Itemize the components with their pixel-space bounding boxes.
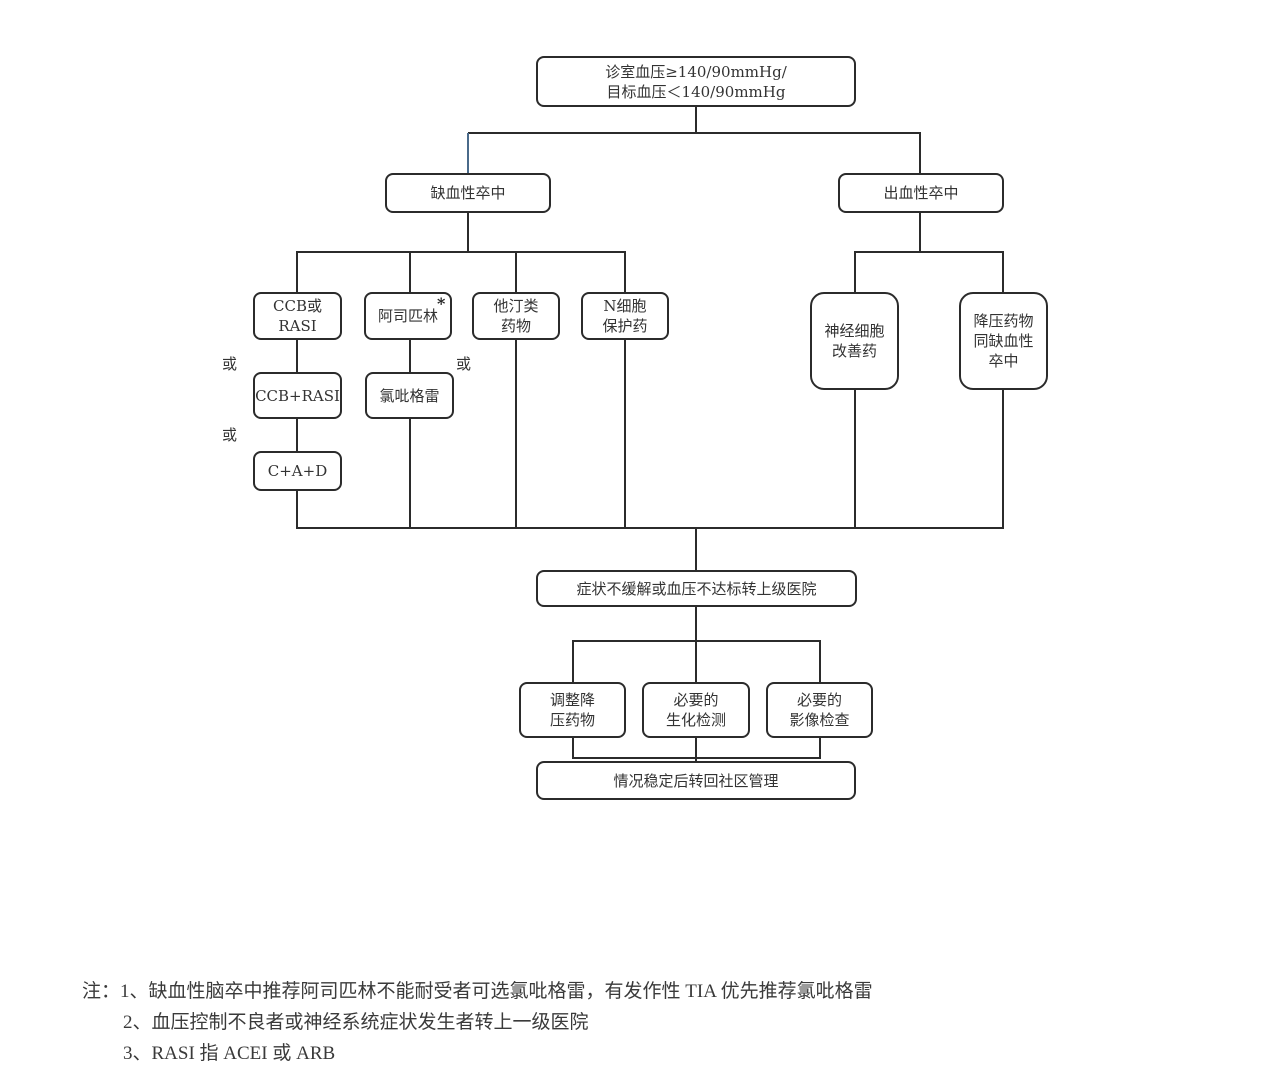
footnote-prefix: 注： xyxy=(82,981,121,1002)
footnote-marker: * xyxy=(437,294,446,313)
node-adjust-medication: 调整降 压药物 xyxy=(519,682,626,738)
node-label: 必要的 影像检查 xyxy=(789,691,850,729)
node-referral: 症状不缓解或血压不达标转上级医院 xyxy=(536,570,857,607)
footnotes: 注：1、缺血性脑卒中推荐阿司匹林不能耐受者可选氯吡格雷，有发作性 TIA 优先推… xyxy=(82,976,873,1069)
node-statins: 他汀类 药物 xyxy=(472,292,560,340)
start-node-bp-target: 诊室血压≥140/90mmHg/ 目标血压＜140/90mmHg xyxy=(536,56,856,107)
footnote-text: 3、RASI 指 ACEI 或 ARB xyxy=(123,1043,336,1064)
node-aspirin: 阿司匹林 xyxy=(364,292,452,340)
or-label: 或 xyxy=(456,355,472,373)
node-label: N细胞 保护药 xyxy=(602,297,648,335)
footnote-text: 2、血压控制不良者或神经系统症状发生者转上一级医院 xyxy=(123,1012,589,1033)
node-label: 氯吡格雷 xyxy=(379,386,440,405)
footnote-3: 3、RASI 指 ACEI 或 ARB xyxy=(82,1038,873,1069)
node-label: CCB或RASI xyxy=(273,297,322,335)
node-neuro-improve: 神经细胞 改善药 xyxy=(810,292,899,390)
node-label: 阿司匹林 xyxy=(377,307,438,325)
node-ccb-plus-rasi: CCB+RASI xyxy=(253,372,342,419)
node-ischemic-stroke: 缺血性卒中 xyxy=(385,173,551,213)
node-return-community: 情况稳定后转回社区管理 xyxy=(536,761,856,800)
node-hemorrhagic-stroke: 出血性卒中 xyxy=(838,173,1004,213)
node-antihypertensive-same: 降压药物 同缺血性 卒中 xyxy=(959,292,1048,390)
node-label: 降压药物 同缺血性 卒中 xyxy=(973,312,1034,370)
or-label: 或 xyxy=(222,426,238,444)
node-label: 诊室血压≥140/90mmHg/ 目标血压＜140/90mmHg xyxy=(605,62,787,101)
node-clopidogrel: 氯吡格雷 xyxy=(365,372,454,419)
node-label: CCB+RASI xyxy=(255,386,340,405)
footnote-text: 1、缺血性脑卒中推荐阿司匹林不能耐受者可选氯吡格雷，有发作性 TIA 优先推荐氯… xyxy=(120,981,873,1002)
node-ccb-or-rasi: CCB或RASI xyxy=(253,292,342,340)
node-label: 情况稳定后转回社区管理 xyxy=(613,771,779,790)
footnote-2: 2、血压控制不良者或神经系统症状发生者转上一级医院 xyxy=(82,1007,873,1038)
node-c-a-d: C+A+D xyxy=(253,451,342,491)
or-label: 或 xyxy=(222,355,238,373)
node-label: 他汀类 药物 xyxy=(493,297,539,335)
node-label: 症状不缓解或血压不达标转上级医院 xyxy=(576,579,817,598)
node-label: 必要的 生化检测 xyxy=(665,691,726,729)
node-neuroprotective: N细胞 保护药 xyxy=(581,292,669,340)
node-biochem-tests: 必要的 生化检测 xyxy=(642,682,750,738)
node-label: 调整降 压药物 xyxy=(549,691,595,729)
node-label: 缺血性卒中 xyxy=(430,184,506,202)
node-label: 神经细胞 改善药 xyxy=(824,322,885,360)
footnote-1: 注：1、缺血性脑卒中推荐阿司匹林不能耐受者可选氯吡格雷，有发作性 TIA 优先推… xyxy=(82,976,873,1007)
node-label: C+A+D xyxy=(267,462,328,480)
node-label: 出血性卒中 xyxy=(883,184,959,202)
node-imaging-tests: 必要的 影像检查 xyxy=(766,682,873,738)
